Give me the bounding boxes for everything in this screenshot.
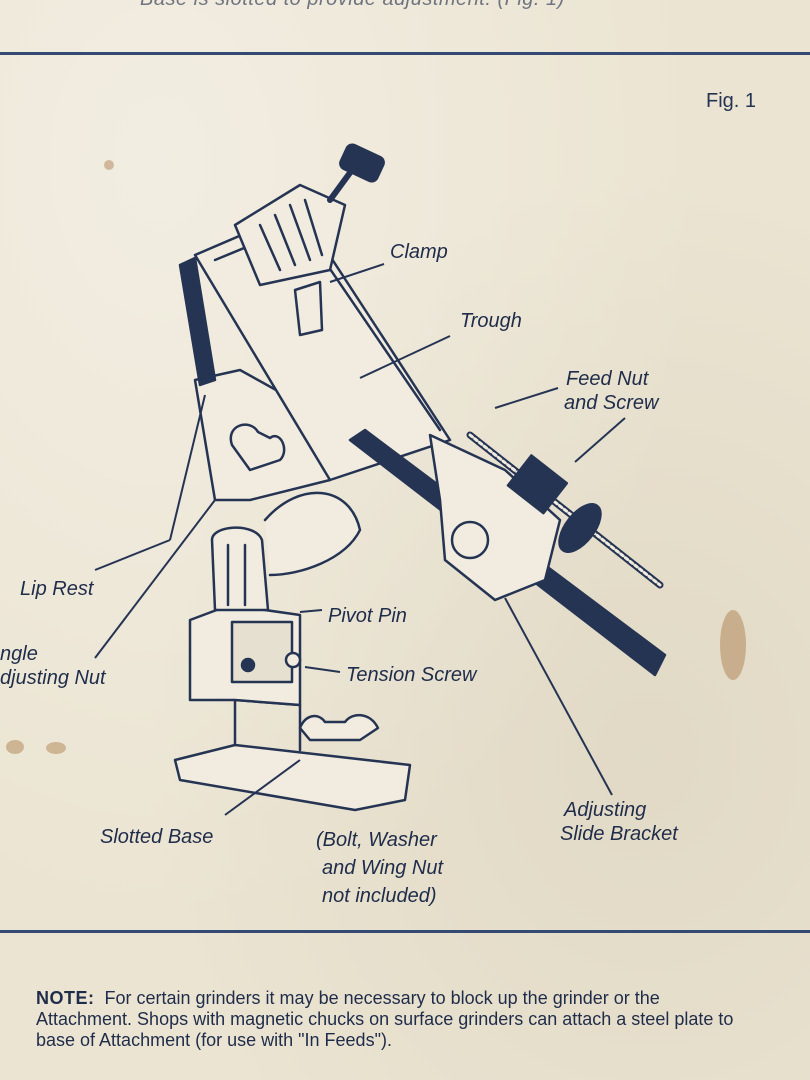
callout-bolt-line2: and Wing Nut [322,857,443,879]
top-divider [0,52,810,55]
callout-adjusting-line2: Slide Bracket [560,823,678,845]
cut-off-header-text: Base is slotted to provide adjustment. (… [140,0,565,11]
callout-feed-nut-line1: Feed Nut [566,368,649,390]
callout-bolt-line1: (Bolt, Washer [316,829,437,851]
note-lead: NOTE: [36,988,95,1008]
callout-adjusting-line1: Adjusting [564,799,647,821]
callout-tension-screw: Tension Screw [346,664,477,686]
callout-clamp: Clamp [390,241,448,263]
callout-feed-nut-line2: and Screw [564,392,659,414]
rust-stain [6,740,24,754]
callout-angle-line1: ngle [0,643,38,665]
callout-bolt-line3: not included) [322,885,437,907]
rust-stain [720,610,746,680]
callout-pivot-pin: Pivot Pin [328,605,407,627]
callout-trough: Trough [460,310,522,332]
rust-stain [104,160,114,170]
rust-stain [46,742,66,754]
callout-slotted-base: Slotted Base [100,826,214,848]
figure-label: Fig. 1 [706,90,757,112]
bottom-divider [0,930,810,933]
note-body: For certain grinders it may be necessary… [36,988,734,1050]
callout-angle-line2: djusting Nut [0,667,106,689]
callout-lip-rest: Lip Rest [20,578,94,600]
note-paragraph: NOTE:For certain grinders it may be nece… [36,988,756,1051]
